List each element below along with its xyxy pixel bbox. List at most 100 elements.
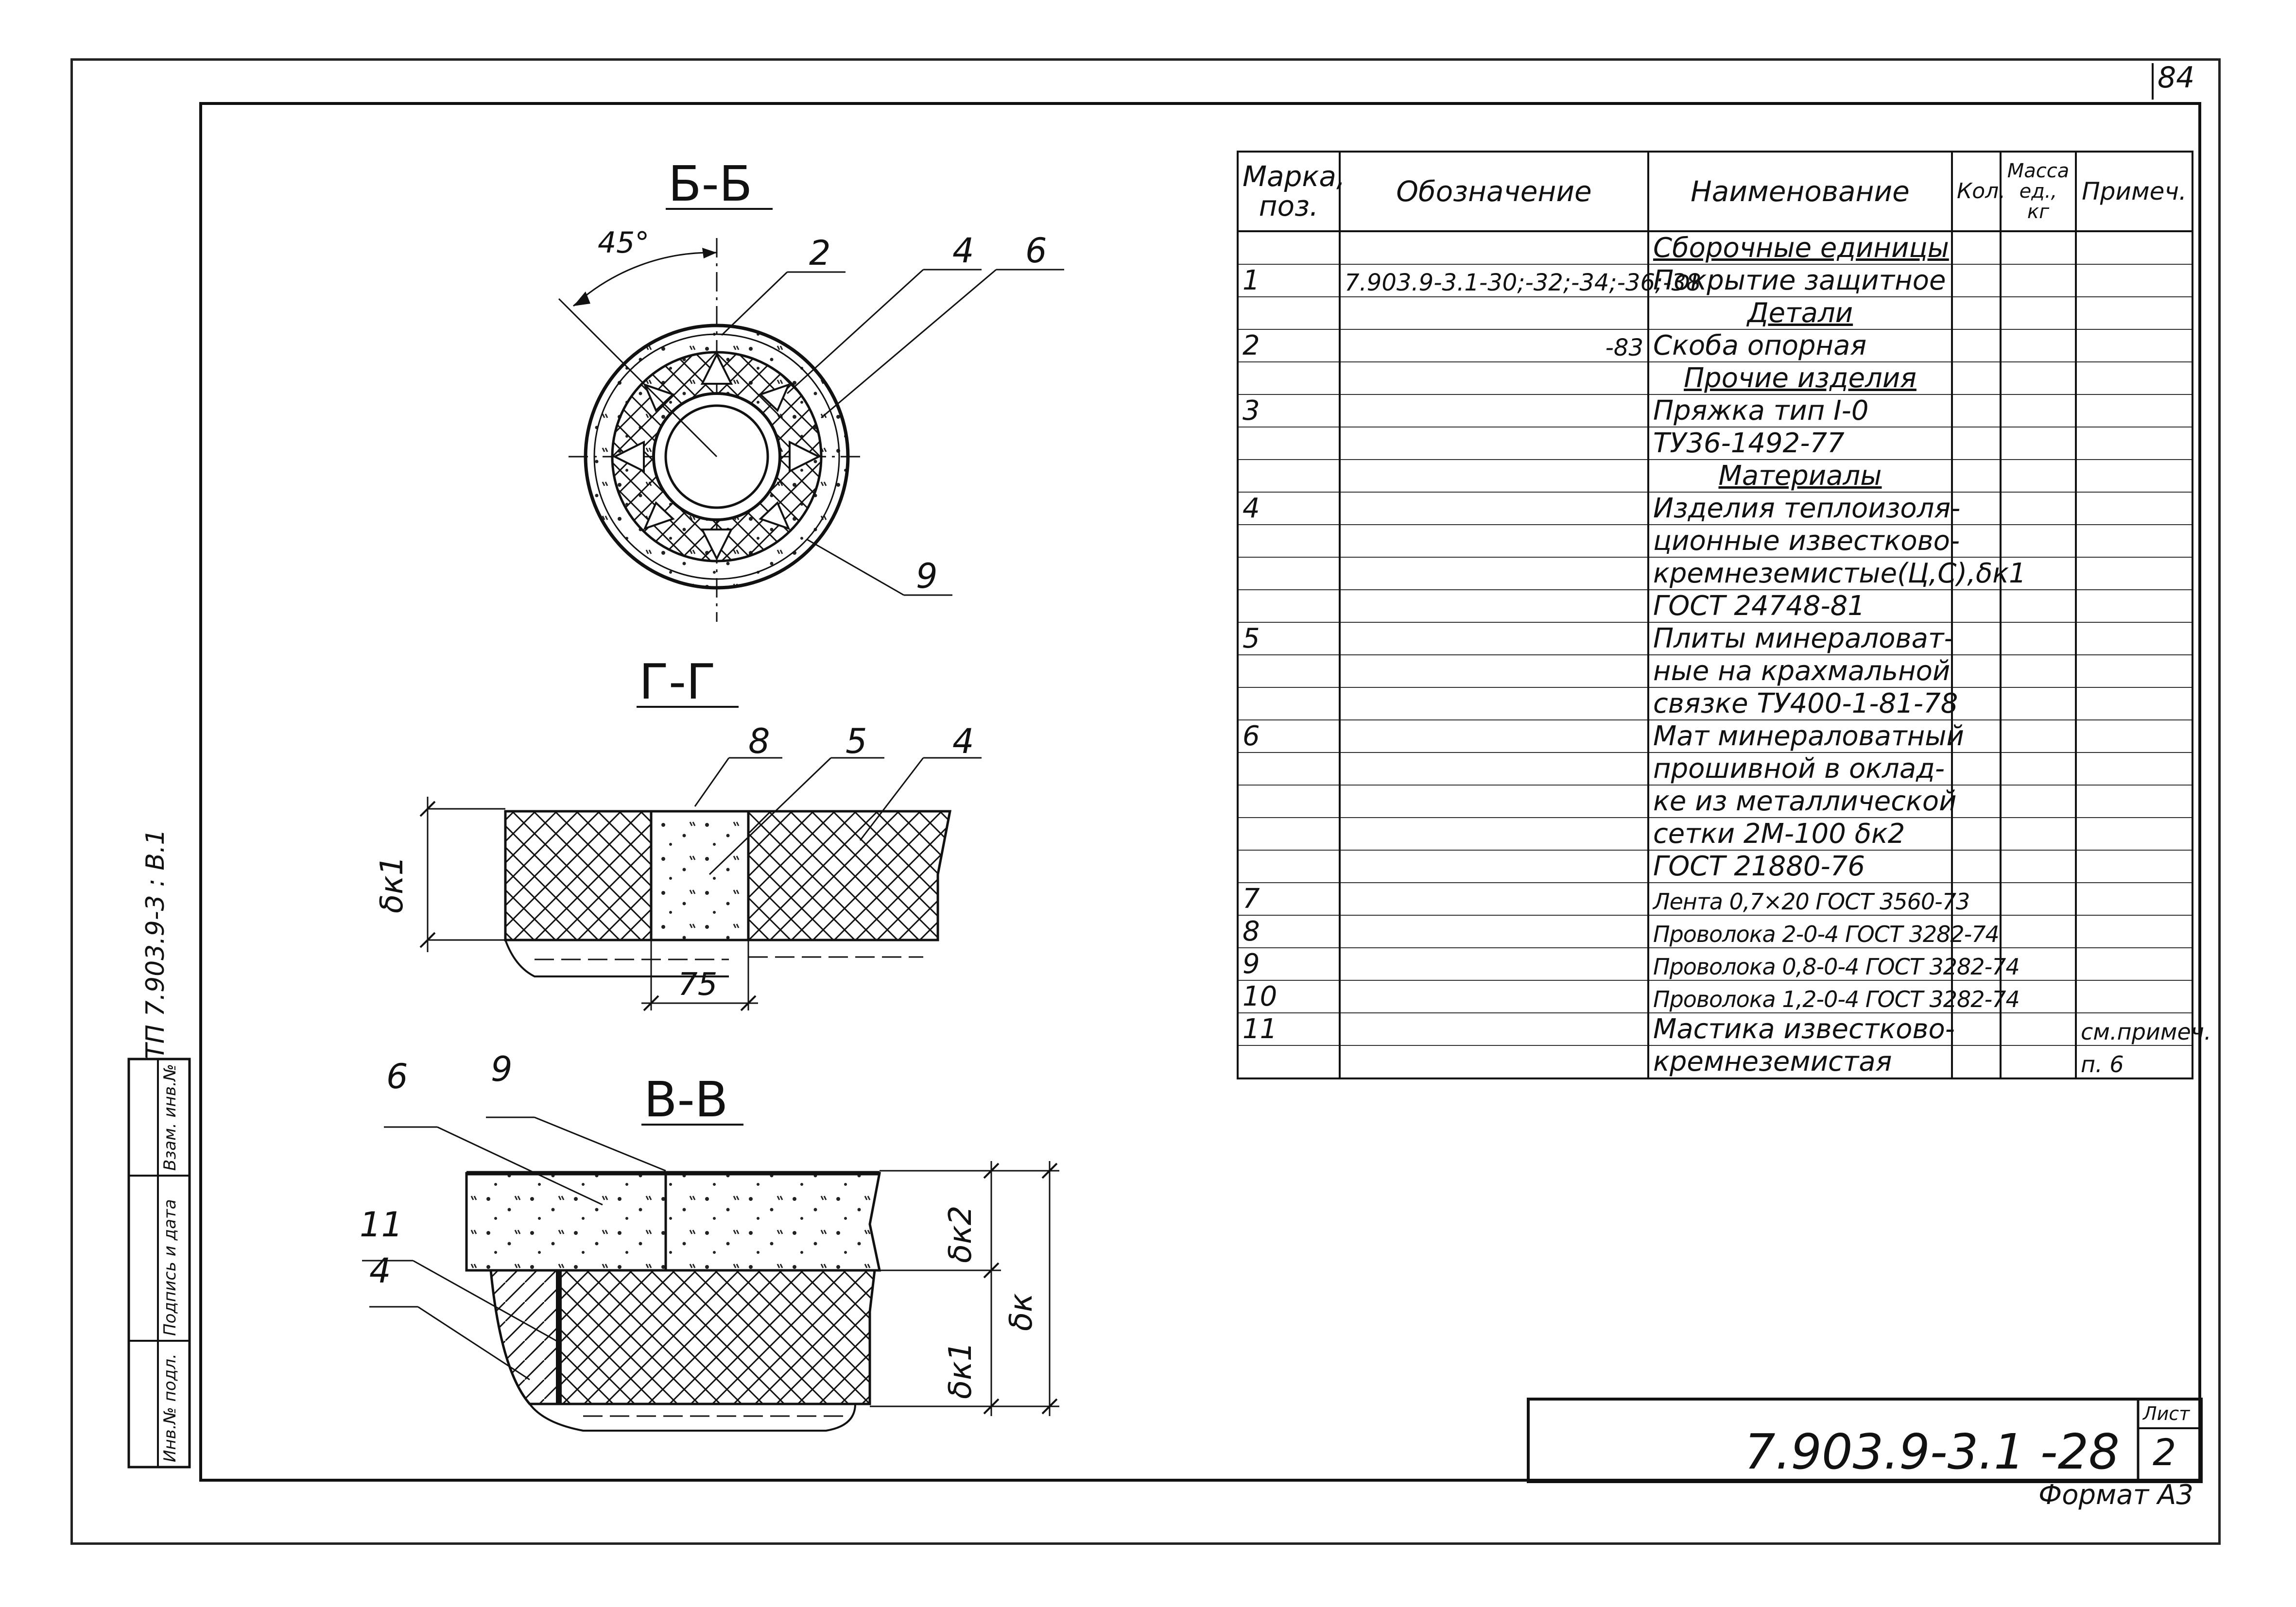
- cell-name: Материалы: [1647, 460, 1953, 493]
- cell-mass: [2000, 525, 2077, 558]
- cell-name: ке из металлической: [1647, 785, 1956, 818]
- cell-mass: [2000, 590, 2077, 623]
- cell-qty: [1951, 655, 2002, 688]
- cell-name: сетки 2М-100 δк2: [1647, 818, 1953, 851]
- cell-designation: [1339, 785, 1649, 818]
- cell-mass: [2000, 557, 2077, 590]
- cell-note: [2075, 590, 2193, 623]
- cell-mark: 11: [1237, 1013, 1341, 1046]
- cell-mark: 6: [1237, 720, 1341, 753]
- table-row: ГОСТ 24748-81: [1237, 590, 2193, 623]
- cell-name: ТУ36-1492-77: [1647, 427, 1953, 460]
- cell-note: [2075, 687, 2193, 720]
- cell-mark: [1237, 850, 1341, 883]
- cell-name: Лента 0,7×20 ГОСТ 3560-73: [1647, 883, 1970, 916]
- cell-designation: [1339, 1013, 1649, 1046]
- cell-name: прошивной в оклад-: [1647, 752, 1953, 786]
- gg-callout-8: 8: [748, 721, 770, 761]
- cell-mass: [2000, 231, 2077, 265]
- gg-callout-5: 5: [846, 721, 867, 761]
- cell-name: ные на крахмальной: [1647, 655, 1953, 688]
- cell-designation: [1339, 394, 1649, 427]
- cell-qty: [1951, 264, 2002, 297]
- section-vv: [362, 1116, 1059, 1432]
- cell-name: Изделия теплоизоля-: [1647, 492, 1960, 525]
- cell-note: [2075, 525, 2193, 558]
- cell-designation: [1339, 883, 1649, 916]
- cell-mark: 5: [1237, 622, 1341, 655]
- vv-callout-9: 9: [491, 1049, 513, 1089]
- cell-mark: [1237, 590, 1341, 623]
- col-header-designation: Обозначение: [1339, 151, 1649, 232]
- table-row: ные на крахмальной: [1237, 655, 2193, 688]
- col-header-mark: Марка, поз.: [1237, 151, 1345, 232]
- cell-mark: 8: [1237, 915, 1341, 948]
- cell-mark: [1237, 231, 1341, 265]
- side-doc-code: ТП 7.903.9-3 : В.1: [141, 829, 170, 1059]
- cell-designation: [1339, 427, 1649, 460]
- bb-callout-6: 6: [1025, 231, 1047, 271]
- section-title-bb: Б-Б: [668, 155, 753, 212]
- page-number: 84: [2158, 61, 2195, 95]
- cell-note: [2075, 297, 2193, 330]
- cell-name: Плиты минераловат-: [1647, 622, 1954, 655]
- cell-designation: [1339, 622, 1649, 655]
- col-header-note: Примеч.: [2075, 151, 2193, 232]
- cell-mass: [2000, 362, 2077, 395]
- cell-mass: [2000, 264, 2077, 297]
- cell-qty: [1951, 460, 2002, 493]
- section-title-vv: В-В: [644, 1071, 728, 1128]
- cell-mass: [2000, 329, 2077, 362]
- cell-qty: [1951, 785, 2002, 818]
- cell-note: [2075, 557, 2193, 590]
- cell-mark: [1237, 362, 1341, 395]
- cell-designation: -83: [1339, 329, 1649, 362]
- cell-mark: [1237, 752, 1341, 786]
- angle-label: 45°: [598, 226, 650, 260]
- cell-mark: [1237, 785, 1341, 818]
- cell-note: [2075, 883, 2193, 916]
- cell-designation: [1339, 557, 1649, 590]
- cell-qty: [1951, 297, 2002, 330]
- cell-mass: [2000, 850, 2077, 883]
- cell-mark: [1237, 525, 1341, 558]
- vv-dim-dk2: δк2: [943, 1205, 979, 1263]
- cell-qty: [1951, 850, 2002, 883]
- doc-number: 7.903.9-3.1 -28: [1744, 1423, 2120, 1480]
- cell-name: кремнеземистая: [1647, 1045, 1953, 1079]
- table-header-row: Марка, поз. Обозначение Наименование Кол…: [1237, 151, 2193, 232]
- cell-designation: [1339, 492, 1649, 525]
- table-row: связке ТУ400-1-81-78: [1237, 687, 2193, 720]
- cell-designation: [1339, 720, 1649, 753]
- cell-qty: [1951, 1013, 2002, 1046]
- vv-dim-dk: δк: [1003, 1293, 1039, 1331]
- section-bb: [558, 208, 1064, 622]
- cell-note: [2075, 655, 2193, 688]
- drawing-frame: [199, 102, 2201, 1482]
- vv-callout-4: 4: [369, 1251, 391, 1291]
- cell-mass: [2000, 785, 2077, 818]
- cell-qty: [1951, 915, 2002, 948]
- cell-designation: [1339, 980, 1649, 1013]
- cell-mark: 9: [1237, 948, 1341, 981]
- cell-note: [2075, 818, 2193, 851]
- cell-designation: [1339, 460, 1649, 493]
- cell-note: [2075, 980, 2193, 1013]
- cell-name: кремнеземистые(Ц,С),δк1: [1647, 557, 2026, 590]
- cell-note: [2075, 427, 2193, 460]
- cell-designation: [1339, 525, 1649, 558]
- cell-qty: [1951, 980, 2002, 1013]
- cell-mass: [2000, 752, 2077, 786]
- sheet-number: 2: [2153, 1431, 2176, 1474]
- cell-qty: [1951, 622, 2002, 655]
- side-vzam: Взам. инв.№: [160, 1063, 180, 1171]
- cell-note: п. 6: [2075, 1045, 2193, 1079]
- cell-note: [2075, 460, 2193, 493]
- cell-mass: [2000, 720, 2077, 753]
- bb-callout-9: 9: [916, 556, 938, 596]
